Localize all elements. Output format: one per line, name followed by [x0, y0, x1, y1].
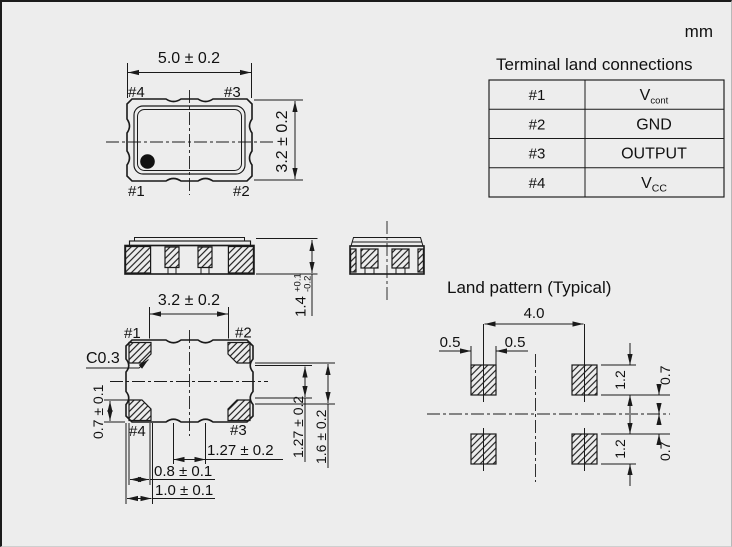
- pin1-index-dot: [140, 154, 155, 169]
- table-signal-3: OUTPUT: [621, 146, 687, 163]
- top-view-pin1-label: #1: [128, 183, 145, 200]
- side-view-height-extension-lines: [256, 238, 318, 275]
- table-pin-3: #3: [529, 146, 546, 163]
- bottom-dim-extension-lines: [125, 423, 206, 504]
- terminal-pitch-dim: 1.27 ± 0.2: [207, 442, 274, 459]
- offset-right-dim: 0.5: [505, 334, 526, 351]
- side-view-terminal-inner-left: [164, 246, 180, 269]
- land-pad-bottom-right: [571, 433, 598, 465]
- pad-height-extension-lines: [104, 399, 128, 423]
- land-right-extension-lines: [601, 364, 670, 465]
- gap-bottom-dim: 0.7: [657, 441, 673, 461]
- end-view-castellation-legs: [364, 268, 406, 274]
- top-view-package-outline: [126, 98, 253, 182]
- end-view-edge-castellation-right: [417, 248, 425, 273]
- land-pad-top-right: [571, 364, 598, 396]
- side-span-dim: 1.6 ± 0.2: [313, 409, 329, 464]
- pad-len-bottom-dim: 1.2: [612, 439, 628, 459]
- pad-width-dim: 0.8 ± 0.1: [154, 463, 212, 480]
- terminal-length-dim: 1.0 ± 0.1: [155, 482, 213, 499]
- bottom-view-pad-4: [128, 399, 152, 422]
- table-signal-1: Vcont: [640, 87, 669, 107]
- pad-len-top-dim: 1.2: [612, 370, 628, 390]
- offset-left-dim: 0.5: [440, 334, 461, 351]
- table-pin-4: #4: [529, 175, 546, 192]
- bottom-view-width-dim: 3.2 ± 0.2: [158, 292, 220, 309]
- land-pad-bottom-left: [470, 433, 497, 465]
- chamfer-label: C0.3: [86, 350, 120, 367]
- land-pattern-title: Land pattern (Typical): [447, 278, 611, 297]
- side-view-terminal-outer-left: [125, 245, 152, 274]
- top-view: 5.0 ± 0.2 #4 #3 #1 #2 3.2 ± 0.2: [106, 50, 303, 200]
- land-pattern: Land pattern (Typical) 4.0 0.5 0.5 1.2 0…: [427, 278, 673, 486]
- table-signal-4: VCC: [641, 175, 667, 195]
- end-view-edge-castellation-left: [350, 248, 357, 273]
- bottom-view-pad-1: [128, 341, 152, 364]
- table-pin-2: #2: [529, 116, 546, 133]
- side-view-terminal-inner-right: [197, 246, 213, 269]
- top-view-lid-seam-outer: [133, 105, 246, 175]
- bottom-view-width-extension-lines: [149, 307, 229, 339]
- pad-pitch-dim: 4.0: [524, 305, 545, 322]
- top-view-pin4-label: #4: [128, 84, 145, 101]
- bottom-view-pin4-label: #4: [129, 423, 146, 440]
- end-view: [349, 221, 425, 303]
- top-view-width-dim: 5.0 ± 0.2: [158, 50, 220, 67]
- terminal-table-gridlines: [489, 80, 724, 197]
- table-pin-1: #1: [529, 87, 546, 104]
- terminal-table-title: Terminal land connections: [496, 55, 693, 74]
- top-view-lid-seam-inner: [137, 109, 242, 171]
- land-pad-top-left: [470, 364, 497, 396]
- chamfer-leader: [86, 359, 149, 369]
- terminal-table: Terminal land connections #1 #2 #3 #4 Vc…: [488, 55, 725, 198]
- bottom-view-pad-3: [227, 399, 251, 422]
- end-view-terminal-left: [360, 248, 379, 269]
- table-signal-2: GND: [636, 116, 672, 133]
- bottom-view-package-outline: [125, 339, 254, 423]
- side-view-height-dim: 1.4+0.1-0.2: [293, 273, 314, 317]
- top-view-pin3-label: #3: [224, 84, 241, 101]
- bottom-view-pin2-label: #2: [235, 325, 252, 342]
- end-view-terminal-right: [391, 248, 410, 269]
- bottom-view-pin3-label: #3: [230, 422, 247, 439]
- top-view-height-extension-lines: [254, 99, 303, 181]
- side-view-castellation-legs: [167, 267, 210, 274]
- pad-height-dim: 0.7 ± 0.1: [90, 384, 106, 439]
- units-label: mm: [685, 22, 713, 41]
- side-view-lid-top: [134, 237, 245, 242]
- bottom-view: 3.2 ± 0.2 #1 #2 #4 #3 C0.3 0.7 ± 0.1 1.2…: [86, 292, 335, 504]
- bottom-view-pad-2: [227, 341, 251, 364]
- top-view-width-extension-lines: [127, 63, 252, 98]
- pad-center-ticks: [483, 324, 585, 471]
- top-view-pin2-label: #2: [233, 183, 250, 200]
- end-view-lid: [350, 237, 424, 247]
- side-view-front: 1.4+0.1-0.2: [124, 237, 318, 317]
- side-view-terminal-outer-right: [227, 245, 254, 274]
- bottom-view-pin1-label: #1: [124, 325, 141, 342]
- right-dim-extension-lines: [255, 362, 335, 405]
- top-view-height-dim: 3.2 ± 0.2: [274, 110, 291, 172]
- gap-top-dim: 0.7: [657, 365, 673, 385]
- offset-extension-lines: [470, 346, 497, 365]
- side-pitch-dim: 1.27 ± 0.2: [290, 396, 306, 458]
